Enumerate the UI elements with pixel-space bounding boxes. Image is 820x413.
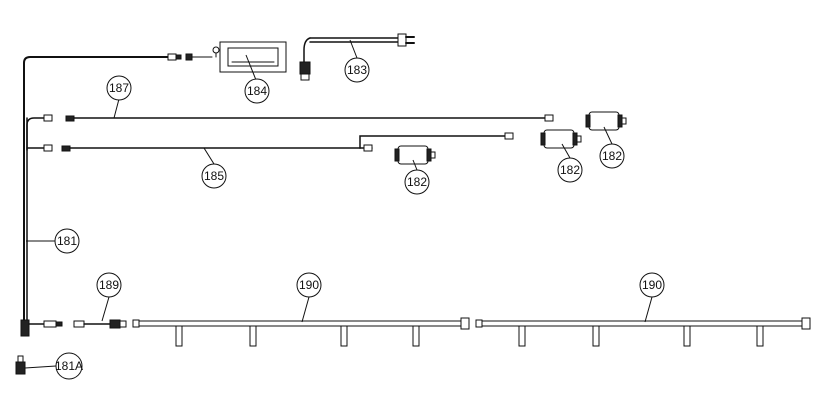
callout-181A: 181A <box>55 352 83 380</box>
svg-text:183: 183 <box>347 63 367 77</box>
callout-182-a: 182 <box>404 169 430 195</box>
svg-text:189: 189 <box>99 278 119 292</box>
svg-text:181: 181 <box>57 234 77 248</box>
svg-text:190: 190 <box>299 278 319 292</box>
harness-181 <box>20 53 182 337</box>
lamp-182-c <box>585 111 627 131</box>
svg-text:182: 182 <box>602 149 622 163</box>
callout-184: 184 <box>244 78 270 104</box>
light-bar-190-left <box>132 317 470 347</box>
svg-text:190: 190 <box>642 278 662 292</box>
lamp-182-b <box>540 129 582 149</box>
cable-187 <box>65 114 554 122</box>
leader-lines <box>24 39 653 369</box>
callout-183: 183 <box>344 57 370 83</box>
callout-182-b: 182 <box>557 157 583 183</box>
callout-181: 181 <box>54 228 80 254</box>
power-cord-183 <box>299 33 415 81</box>
svg-text:182: 182 <box>560 163 580 177</box>
callout-189: 189 <box>96 272 122 298</box>
callout-185: 185 <box>201 163 227 189</box>
lamp-182-a <box>394 145 436 165</box>
callout-182-c: 182 <box>599 143 625 169</box>
light-bar-190-right <box>475 317 811 347</box>
svg-text:185: 185 <box>204 169 224 183</box>
svg-text:182: 182 <box>407 175 427 189</box>
svg-text:187: 187 <box>109 81 129 95</box>
control-module-184 <box>185 41 287 73</box>
svg-text:181A: 181A <box>55 359 83 373</box>
callout-190-right: 190 <box>639 272 665 298</box>
connector-181A <box>15 355 26 375</box>
jumper-189 <box>73 319 127 329</box>
svg-text:184: 184 <box>247 84 267 98</box>
callout-187: 187 <box>106 75 132 101</box>
callout-190-left: 190 <box>296 272 322 298</box>
cable-185 <box>61 132 514 152</box>
